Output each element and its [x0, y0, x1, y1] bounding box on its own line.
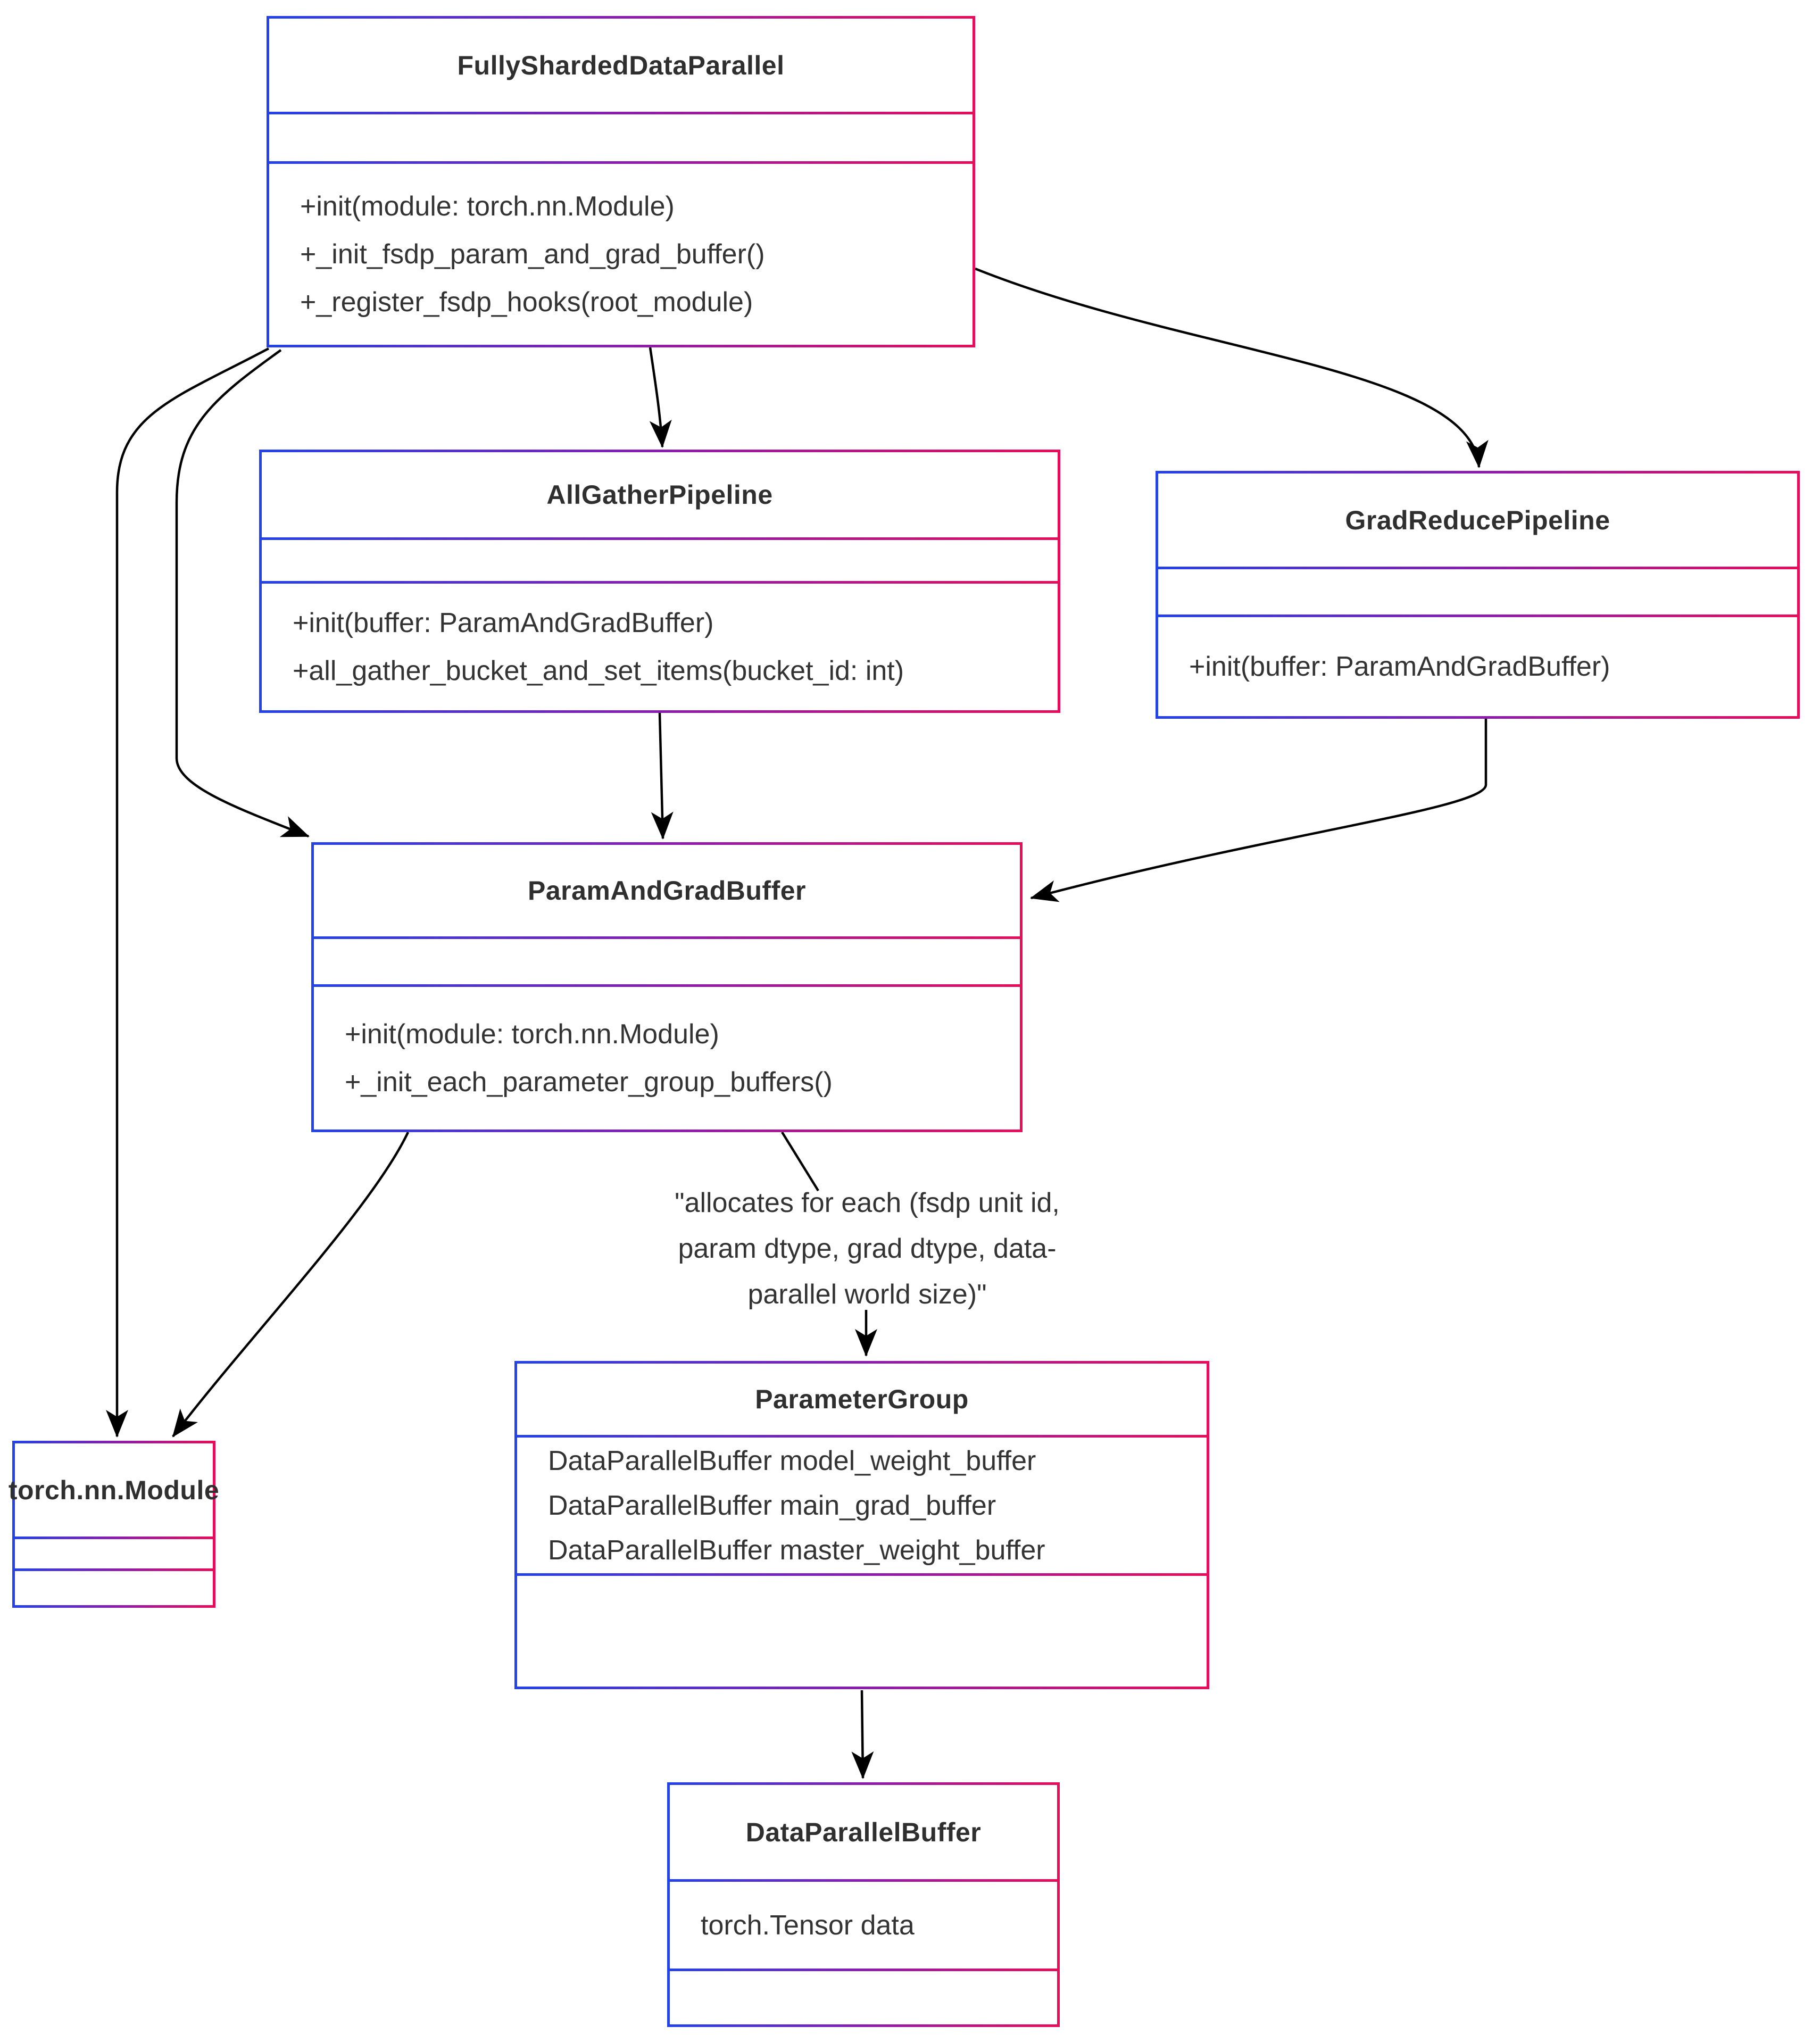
- class-name-label: GradReducePipeline: [1345, 505, 1610, 535]
- class-methods-section-torch-nn-module: [15, 1568, 213, 1605]
- edge-fsdp-to-gradreducepipeline-arrow: [975, 267, 1489, 468]
- class-name-label: ParameterGroup: [755, 1384, 969, 1414]
- class-methods-section-dataparallelbuffer: [670, 1969, 1057, 2024]
- class-box-paramandgradbuffer: ParamAndGradBuffer +init(module: torch.nn…: [311, 842, 1023, 1132]
- edge-paramandgrad-to-torch-nn-module-arrow: [172, 1132, 410, 1438]
- class-method: +init(module: torch.nn.Module): [345, 1019, 719, 1050]
- edge-allgather-to-paramandgradbuffer-arrow: [651, 712, 674, 840]
- class-method: +all_gather_bucket_and_set_items(bucket_…: [293, 655, 904, 686]
- class-methods-section-parametergroup: [517, 1573, 1207, 1687]
- class-attributes-section-allgatherpipeline: [262, 537, 1058, 581]
- class-box-torch-nn-module: torch.nn.Module: [9, 1441, 219, 1608]
- edge-fsdp-to-allgatherpipeline-arrow: [649, 347, 672, 448]
- class-method: +_register_fsdp_hooks(root_module): [300, 287, 753, 318]
- class-methods-section-gradreducepipeline: +init(buffer: ParamAndGradBuffer): [1158, 614, 1797, 716]
- class-title-section-paramandgradbuffer: ParamAndGradBuffer: [314, 845, 1020, 936]
- class-title-section-allgatherpipeline: AllGatherPipeline: [262, 452, 1058, 537]
- class-attributes-section-fullyshardeddataparallel: [269, 112, 973, 161]
- class-methods-section-fullyshardeddataparallel: +init(module: torch.nn.Module) +_init_fsd…: [269, 161, 973, 345]
- class-name-label: ParamAndGradBuffer: [528, 876, 806, 906]
- class-method: +init(module: torch.nn.Module): [300, 191, 675, 222]
- class-methods-section-paramandgradbuffer: +init(module: torch.nn.Module) +_init_eac…: [314, 984, 1020, 1130]
- annotation-line: parallel world size)": [747, 1279, 987, 1310]
- class-methods-section-allgatherpipeline: +init(buffer: ParamAndGradBuffer) +all_ga…: [262, 581, 1058, 710]
- class-attribute: DataParallelBuffer model_weight_buffer: [548, 1445, 1036, 1476]
- class-title-section-gradreducepipeline: GradReducePipeline: [1158, 474, 1797, 567]
- class-box-fullyshardeddataparallel: FullyShardedDataParallel +init(module: to…: [267, 16, 975, 347]
- class-title-section-parametergroup: ParameterGroup: [517, 1364, 1207, 1435]
- annotation-line: param dtype, grad dtype, data-: [678, 1233, 1057, 1264]
- class-box-dataparallelbuffer: DataParallelBuffer torch.Tensor data: [667, 1782, 1060, 2027]
- class-attributes-section-gradreducepipeline: [1158, 567, 1797, 614]
- annotation-note: "allocates for each (fsdp unit id, param…: [601, 1180, 1133, 1317]
- annotation-line: "allocates for each (fsdp unit id,: [675, 1187, 1060, 1218]
- class-method: +_init_each_parameter_group_buffers(): [345, 1067, 833, 1098]
- class-attribute: DataParallelBuffer main_grad_buffer: [548, 1490, 996, 1521]
- class-name-label: AllGatherPipeline: [546, 480, 773, 510]
- class-attributes-section-torch-nn-module: [15, 1537, 213, 1568]
- class-attribute: torch.Tensor data: [701, 1909, 915, 1941]
- class-name-label: FullyShardedDataParallel: [457, 50, 785, 80]
- class-name-label: DataParallelBuffer: [745, 1817, 982, 1847]
- class-title-section-dataparallelbuffer: DataParallelBuffer: [670, 1785, 1057, 1879]
- class-box-gradreducepipeline: GradReducePipeline +init(buffer: ParamAnd…: [1156, 471, 1800, 719]
- class-method: +_init_fsdp_param_and_grad_buffer(): [300, 239, 765, 270]
- edge-gradreduce-to-paramandgradbuffer-arrow: [1030, 719, 1487, 902]
- class-title-section-torch-nn-module: torch.nn.Module: [9, 1443, 219, 1537]
- class-method: +init(buffer: ParamAndGradBuffer): [1189, 651, 1610, 682]
- edge-fsdp-to-torch-nn-module-arrow: [106, 347, 270, 1438]
- class-box-allgatherpipeline: AllGatherPipeline +init(buffer: ParamAndG…: [259, 450, 1060, 713]
- class-name-label: torch.nn.Module: [8, 1475, 220, 1505]
- edge-parametergroup-to-dataparallelbuffer-arrow: [851, 1690, 874, 1779]
- class-attribute: DataParallelBuffer master_weight_buffer: [548, 1534, 1045, 1566]
- class-attributes-section-dataparallelbuffer: torch.Tensor data: [670, 1879, 1057, 1969]
- class-attributes-section-paramandgradbuffer: [314, 936, 1020, 984]
- class-title-section-fullyshardeddataparallel: FullyShardedDataParallel: [269, 19, 973, 112]
- class-method: +init(buffer: ParamAndGradBuffer): [293, 608, 714, 638]
